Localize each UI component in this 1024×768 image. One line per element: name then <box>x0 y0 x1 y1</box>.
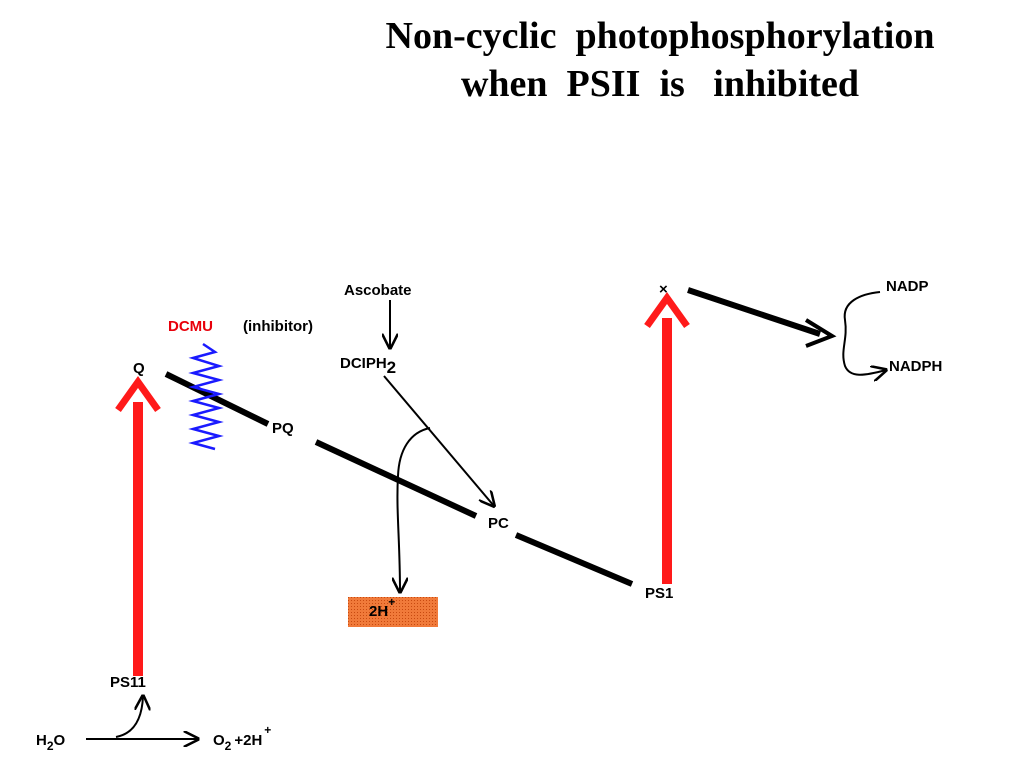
water-label: H2O <box>36 732 66 753</box>
pq-label: PQ <box>272 420 294 437</box>
title-line-2: when PSII is inhibited <box>460 63 860 105</box>
nadp-label: NADP <box>886 278 929 295</box>
proton-box <box>348 597 438 627</box>
inhibitor-label: (inhibitor) <box>243 318 313 335</box>
x-to-nadp-arrow <box>687 287 837 348</box>
electron-transport-chain <box>164 371 634 587</box>
proton-release-arrow <box>397 427 431 592</box>
nadp-reduction-arrow <box>842 291 886 375</box>
diagram-title: Non-cyclic photophosphorylation when PSI… <box>320 12 1000 108</box>
ps11-label: PS11 <box>110 674 146 691</box>
psii-excitation-arrow <box>115 375 161 676</box>
oxygen-products-label: O2+2H+ <box>213 723 271 753</box>
psi-excitation-arrow <box>644 291 690 584</box>
proton-box-label: 2H+ <box>369 595 395 620</box>
dcmu-label: DCMU <box>168 318 213 335</box>
dcmu-inhibition-zigzag <box>188 342 224 451</box>
x-label: × <box>659 281 668 298</box>
dciph-to-pc-arrow <box>383 375 494 506</box>
ps1-label: PS1 <box>645 585 673 602</box>
ascobate-label: Ascobate <box>344 282 412 299</box>
dciph2-label: DCIPH2 <box>340 355 396 377</box>
q-label: Q <box>133 360 145 377</box>
water-to-psii-arrow <box>115 696 143 738</box>
nadph-label: NADPH <box>889 358 942 375</box>
title-line-1: Non-cyclic photophosphorylation <box>385 15 935 57</box>
pc-label: PC <box>488 515 509 532</box>
